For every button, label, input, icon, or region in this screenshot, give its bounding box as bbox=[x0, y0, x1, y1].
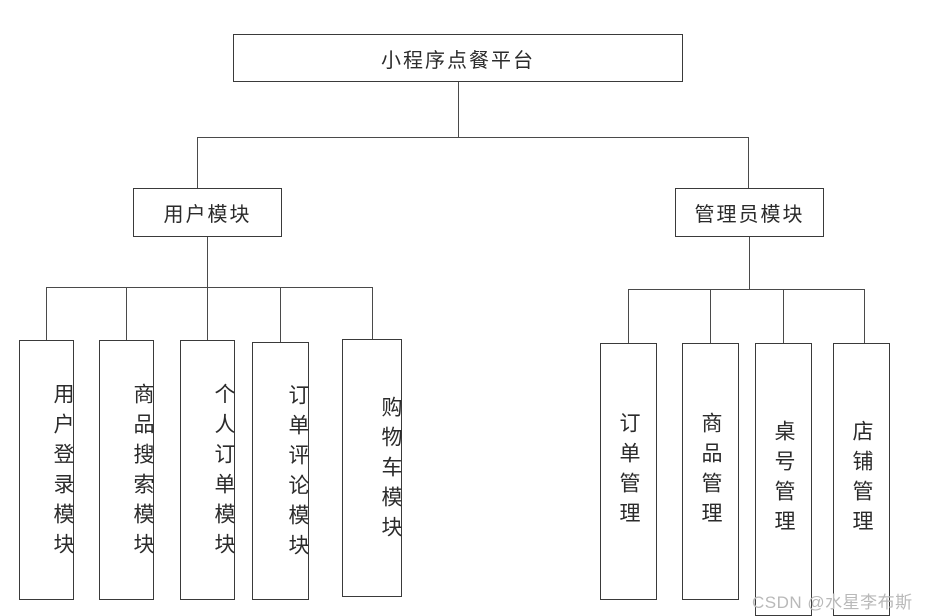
connector-drop-product-manage bbox=[710, 289, 711, 343]
node-user-module-label: 用户模块 bbox=[163, 204, 252, 226]
node-table-number-management: 桌号管理 bbox=[755, 343, 812, 616]
connector-drop-order-comment bbox=[280, 287, 281, 342]
connector-drop-order-manage bbox=[628, 289, 629, 343]
connector-top-bus bbox=[197, 137, 749, 138]
node-admin-module-label: 管理员模块 bbox=[694, 204, 805, 226]
node-root: 小程序点餐平台 bbox=[233, 34, 683, 82]
node-shop-management-label: 店铺管理 bbox=[850, 419, 874, 540]
node-shopping-cart-module-label: 购物车模块 bbox=[379, 396, 403, 546]
connector-admin-bus bbox=[628, 289, 865, 290]
node-admin-module: 管理员模块 bbox=[675, 188, 824, 237]
node-order-comment-module-label: 订单评论模块 bbox=[286, 384, 310, 564]
connector-drop-personal-order bbox=[207, 287, 208, 340]
node-product-management: 商品管理 bbox=[682, 343, 739, 600]
connector-drop-shop-manage bbox=[864, 289, 865, 343]
connector-user-module-stem bbox=[207, 237, 208, 287]
node-product-search-module-label: 商品搜索模块 bbox=[131, 383, 155, 563]
node-user-login-module-label: 用户登录模块 bbox=[51, 383, 75, 563]
connector-drop-table-manage bbox=[783, 289, 784, 343]
node-shop-management: 店铺管理 bbox=[833, 343, 890, 616]
connector-user-bus bbox=[46, 287, 373, 288]
node-table-number-management-label: 桌号管理 bbox=[772, 419, 796, 540]
connector-drop-user-module bbox=[197, 137, 198, 188]
connector-admin-module-stem bbox=[749, 237, 750, 289]
connector-drop-shopping-cart bbox=[372, 287, 373, 339]
node-user-module: 用户模块 bbox=[133, 188, 282, 237]
node-root-label: 小程序点餐平台 bbox=[381, 49, 535, 72]
connector-drop-user-login bbox=[46, 287, 47, 340]
node-user-login-module: 用户登录模块 bbox=[19, 340, 75, 600]
node-product-management-label: 商品管理 bbox=[699, 411, 723, 532]
node-order-comment-module: 订单评论模块 bbox=[252, 342, 310, 600]
csdn-watermark: CSDN @水星李布斯 bbox=[752, 588, 913, 613]
connector-drop-admin-module bbox=[748, 137, 749, 188]
connector-root-stem bbox=[458, 82, 459, 137]
node-order-management-label: 订单管理 bbox=[617, 411, 641, 532]
node-personal-order-module: 个人订单模块 bbox=[180, 340, 236, 600]
node-product-search-module: 商品搜索模块 bbox=[99, 340, 155, 600]
connector-drop-product-search bbox=[126, 287, 127, 340]
node-order-management: 订单管理 bbox=[600, 343, 657, 600]
node-personal-order-module-label: 个人订单模块 bbox=[212, 383, 236, 563]
node-shopping-cart-module: 购物车模块 bbox=[342, 339, 403, 597]
csdn-watermark-text: CSDN @水星李布斯 bbox=[752, 593, 913, 612]
